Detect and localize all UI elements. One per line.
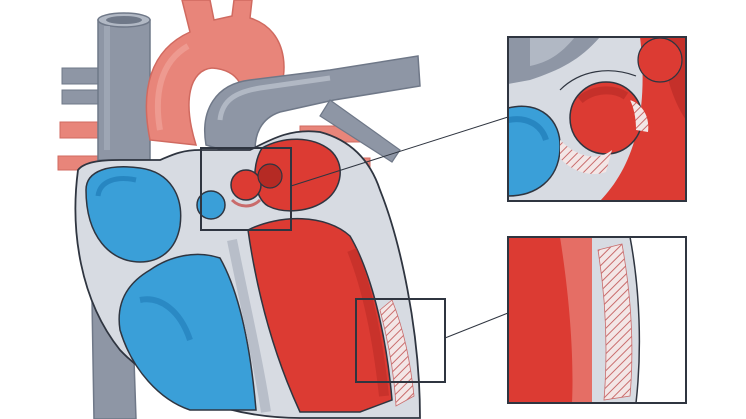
superior-vena-cava bbox=[98, 13, 150, 160]
wall-detail-inset bbox=[508, 237, 686, 403]
wall-leader-line bbox=[445, 313, 508, 338]
valve-detail-inset bbox=[508, 37, 686, 201]
